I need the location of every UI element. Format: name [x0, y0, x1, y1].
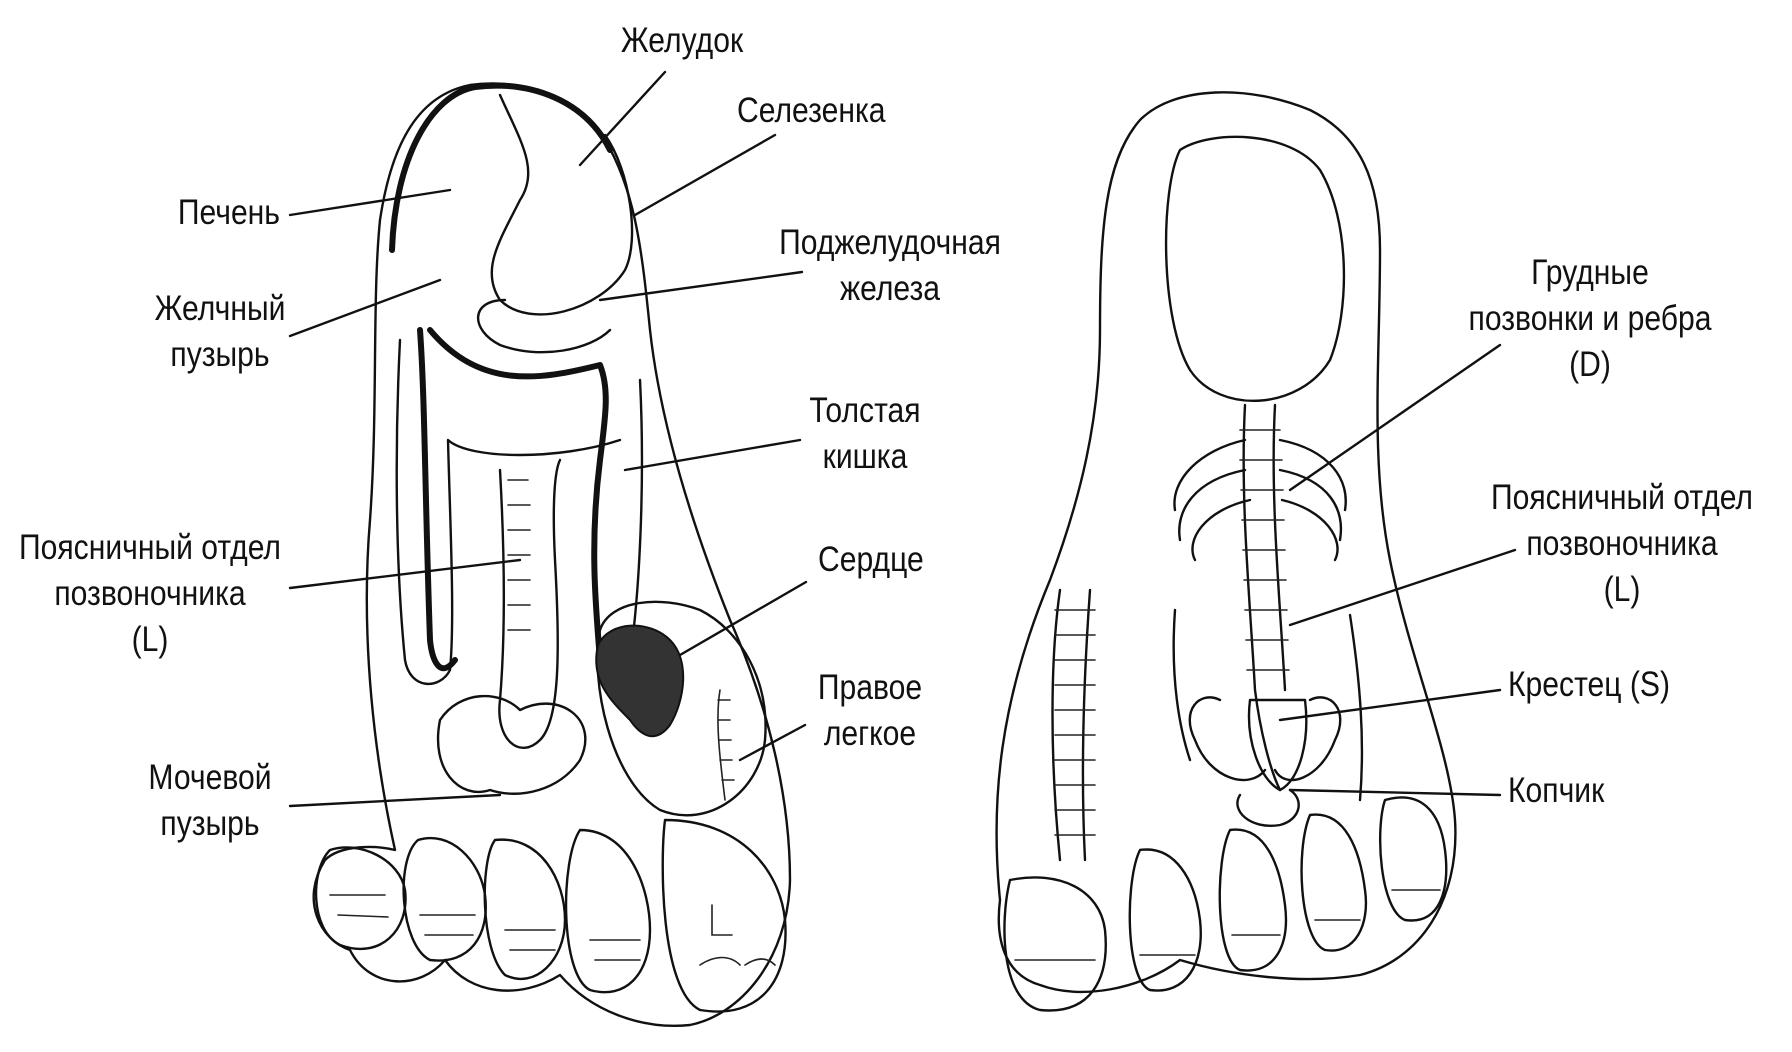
label-bladder: Мочевой пузырь	[148, 758, 272, 843]
label-pancreas: Поджелудочная железа	[779, 223, 1001, 308]
label-liver: Печень	[177, 193, 280, 232]
label-thoracic: Грудные позвонки и ребра (D)	[1468, 253, 1712, 384]
label-right-lung: Правое легкое	[817, 668, 923, 753]
label-coccyx: Копчик	[1508, 771, 1605, 810]
label-heart: Сердце	[818, 540, 924, 579]
label-lumbar-left: Поясничный отдел позвоночника (L)	[18, 528, 282, 659]
left-foot-outline	[312, 82, 792, 1027]
label-sacrum: Крестец (S)	[1508, 665, 1670, 704]
label-lumbar-right: Поясничный отдел позвоночника (L)	[1490, 478, 1754, 609]
label-stomach: Желудок	[620, 21, 744, 60]
right-foot-outline	[995, 91, 1457, 994]
left-foot-organs	[395, 93, 767, 817]
label-colon: Толстая кишка	[809, 391, 921, 476]
right-foot-spine	[1051, 403, 1347, 862]
left-foot-toes	[314, 818, 787, 1013]
label-gallbladder: Желчный пузырь	[154, 289, 286, 374]
right-foot-toes	[1003, 796, 1448, 1012]
label-spleen: Селезенка	[737, 91, 886, 130]
pointer-lines	[288, 70, 1517, 808]
